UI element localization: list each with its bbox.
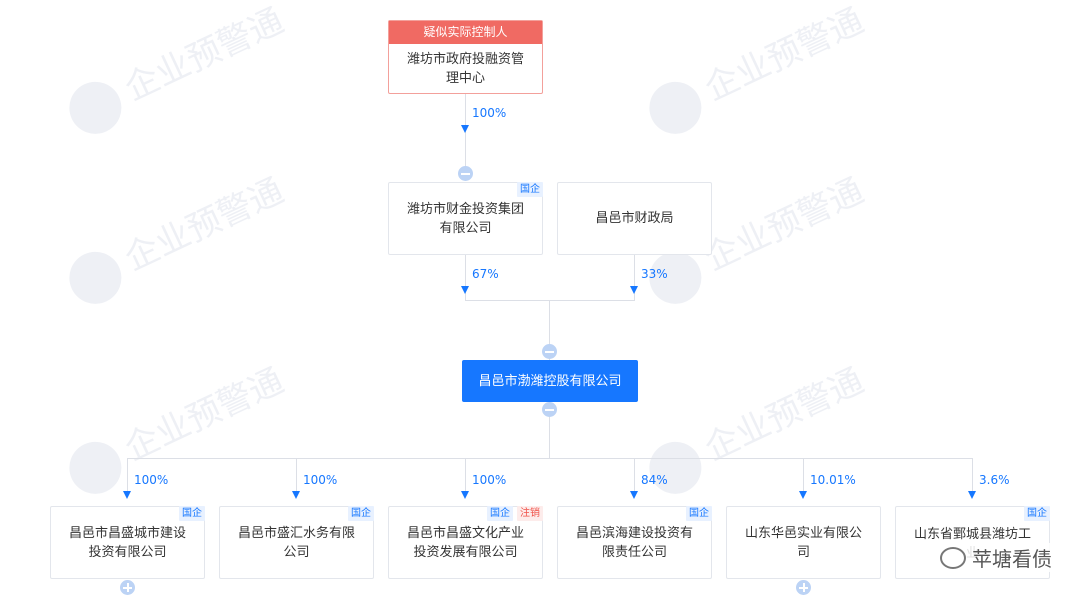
shareholder-name: 昌邑市财政局 bbox=[595, 211, 674, 226]
subsidiary-node[interactable]: 昌邑市盛汇水务有限公司 国企 bbox=[219, 506, 374, 579]
subsidiary-node[interactable]: 昌邑市昌盛文化产业投资发展有限公司 国企 注销 bbox=[388, 506, 543, 579]
share-percent: 100% bbox=[303, 473, 338, 487]
state-owned-badge: 国企 bbox=[686, 506, 712, 521]
share-percent: 33% bbox=[641, 267, 668, 281]
watermark: 企业预警通 bbox=[59, 0, 293, 142]
subsidiary-name: 昌邑滨海建设投资有限责任公司 bbox=[575, 525, 693, 560]
arrow-down-icon bbox=[123, 491, 131, 499]
expand-icon[interactable] bbox=[796, 580, 811, 595]
shareholder-name: 潍坊市财金投资集团有限公司 bbox=[406, 201, 524, 236]
wechat-account-name: 苹塘看债 bbox=[972, 547, 1052, 571]
actual-controller-tag: 疑似实际控制人 bbox=[389, 21, 542, 44]
watermark: 企业预警通 bbox=[59, 354, 293, 502]
connector-line bbox=[972, 458, 973, 492]
connector-line bbox=[465, 458, 466, 492]
state-owned-badge: 国企 bbox=[487, 506, 513, 521]
main-company-name: 昌邑市渤潍控股有限公司 bbox=[478, 373, 622, 389]
state-owned-badge: 国企 bbox=[179, 506, 205, 521]
arrow-down-icon bbox=[630, 491, 638, 499]
connector-line bbox=[549, 402, 550, 458]
arrow-down-icon bbox=[461, 491, 469, 499]
connector-line bbox=[549, 300, 550, 360]
actual-controller-name: 潍坊市政府投融资管理中心 bbox=[406, 51, 524, 86]
subsidiary-name: 昌邑市盛汇水务有限公司 bbox=[237, 525, 355, 560]
subsidiary-node[interactable]: 昌邑滨海建设投资有限责任公司 国企 bbox=[557, 506, 712, 579]
share-percent: 84% bbox=[641, 473, 668, 487]
collapse-icon[interactable] bbox=[542, 344, 557, 359]
subsidiary-node[interactable]: 山东华邑实业有限公司 bbox=[726, 506, 881, 579]
shareholder-node[interactable]: 潍坊市财金投资集团有限公司 国企 bbox=[388, 182, 543, 255]
share-percent: 3.6% bbox=[979, 473, 1010, 487]
state-owned-badge: 国企 bbox=[1024, 506, 1050, 521]
connector-line bbox=[803, 458, 804, 492]
subsidiary-node[interactable]: 昌邑市昌盛城市建设投资有限公司 国企 bbox=[50, 506, 205, 579]
arrow-down-icon bbox=[461, 125, 469, 133]
watermark: 企业预警通 bbox=[59, 164, 293, 312]
deregistered-badge: 注销 bbox=[517, 506, 543, 521]
expand-icon[interactable] bbox=[120, 580, 135, 595]
connector-line bbox=[465, 255, 466, 300]
main-company-node[interactable]: 昌邑市渤潍控股有限公司 bbox=[462, 360, 638, 402]
arrow-down-icon bbox=[292, 491, 300, 499]
wechat-icon bbox=[940, 546, 966, 569]
watermark: 企业预警通 bbox=[639, 0, 873, 142]
connector-line bbox=[296, 458, 297, 492]
share-percent: 100% bbox=[134, 473, 169, 487]
subsidiary-name: 昌邑市昌盛城市建设投资有限公司 bbox=[68, 525, 186, 560]
subsidiary-name: 山东华邑实业有限公司 bbox=[744, 525, 862, 560]
share-percent: 100% bbox=[472, 473, 507, 487]
shareholder-node[interactable]: 昌邑市财政局 bbox=[557, 182, 712, 255]
share-percent: 67% bbox=[472, 267, 499, 281]
state-owned-badge: 国企 bbox=[517, 182, 543, 197]
wechat-watermark: 苹塘看债 bbox=[940, 543, 1052, 572]
collapse-icon[interactable] bbox=[458, 166, 473, 181]
connector-line bbox=[465, 300, 635, 301]
arrow-down-icon bbox=[799, 491, 807, 499]
arrow-down-icon bbox=[461, 286, 469, 294]
connector-line bbox=[634, 458, 635, 492]
subsidiary-name: 昌邑市昌盛文化产业投资发展有限公司 bbox=[406, 525, 524, 560]
actual-controller-node[interactable]: 疑似实际控制人 潍坊市政府投融资管理中心 bbox=[388, 20, 543, 94]
share-percent: 10.01% bbox=[810, 473, 856, 487]
arrow-down-icon bbox=[968, 491, 976, 499]
state-owned-badge: 国企 bbox=[348, 506, 374, 521]
collapse-icon[interactable] bbox=[542, 402, 557, 417]
connector-line bbox=[127, 458, 973, 459]
connector-line bbox=[127, 458, 128, 492]
arrow-down-icon bbox=[630, 286, 638, 294]
connector-line bbox=[634, 255, 635, 300]
share-percent: 100% bbox=[472, 106, 507, 120]
